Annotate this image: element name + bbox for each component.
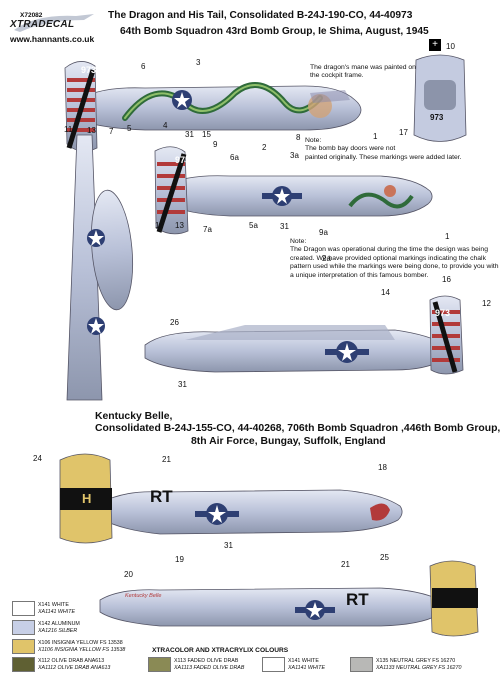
callout-9a: 9a [319, 228, 328, 237]
callout-31c: 31 [178, 380, 187, 389]
callout-1: 1 [373, 132, 378, 141]
callout-3a: 3a [290, 151, 299, 160]
callout-18: 18 [378, 463, 387, 472]
callout-5a: 5a [249, 221, 258, 230]
callout-8: 8 [296, 133, 301, 142]
callout-13b: 13 [175, 221, 184, 230]
kb-fin-letter-2: H [449, 575, 459, 590]
callout-7a: 7a [203, 225, 212, 234]
swatch-white [12, 601, 35, 616]
logo-name: XTRADECAL [10, 19, 75, 30]
profile-dragon-side-1 [64, 61, 362, 152]
callout-13: 13 [87, 126, 96, 135]
callout-10: 10 [446, 42, 455, 51]
tail-detail-view: 973 [396, 50, 484, 150]
profile-kentucky-side-2 [99, 560, 479, 637]
kentucky-title-line3: 8th Air Force, Bungay, Suffolk, England [191, 435, 386, 447]
tail-top-serial: 973 [430, 113, 444, 122]
callout-12: 12 [482, 299, 491, 308]
kb-fuselage-code-2: RT [346, 590, 369, 609]
plus-icon: + [429, 39, 441, 51]
swatch-faded-olive [148, 657, 171, 672]
callout-2: 2 [262, 143, 267, 152]
profile-dragon-side-2 [154, 146, 433, 235]
legend-heading: XTRACOLOR AND XTRACRYLIX COLOURS [152, 647, 289, 654]
callout-14: 14 [381, 288, 390, 297]
top-view-wing [66, 134, 133, 401]
logo-code: X72082 [20, 12, 43, 19]
kentucky-title-line1: Kentucky Belle, [95, 411, 173, 422]
callout-6a: 6a [230, 153, 239, 162]
callout-4: 4 [163, 121, 168, 130]
callout-19: 19 [175, 555, 184, 564]
callout-20: 20 [124, 570, 133, 579]
swatch-neutral-grey [350, 657, 373, 672]
kentucky-title-line2: Consolidated B-24J-155-CO, 44-40268, 706… [95, 423, 500, 435]
callout-21: 21 [162, 455, 171, 464]
callout-11: 11 [64, 125, 73, 134]
kb-fin-letter: H [82, 491, 92, 506]
kentucky-title: Kentucky Belle, Consolidated B-24J-155-C… [95, 411, 500, 448]
callout-7: 7 [109, 127, 114, 136]
header-title: The Dragon and His Tail, Consolidated B-… [108, 10, 413, 21]
callout-17: 17 [399, 128, 408, 137]
callout-15: 15 [202, 130, 211, 139]
callout-26: 26 [170, 318, 179, 327]
callout-24: 24 [33, 454, 42, 463]
callout-31d: 31 [224, 541, 233, 550]
callout-3: 3 [196, 58, 201, 67]
note-dragon: Note:The Dragon was operational during t… [290, 238, 499, 279]
callout-1b: 1 [445, 232, 450, 241]
logo-emblem [14, 14, 94, 32]
callout-25: 25 [380, 553, 389, 562]
logo-url[interactable]: www.hannants.co.uk [10, 34, 95, 44]
tail-serial-3: 973 [435, 308, 451, 318]
callout-31b: 31 [280, 222, 289, 231]
callout-21b: 21 [341, 560, 350, 569]
callout-11b: 11 [155, 221, 164, 230]
callout-2a: 2a [322, 254, 331, 263]
header-subtitle: 64th Bomb Squadron 43rd Bomb Group, Ie S… [120, 26, 429, 37]
tail-serial-1: 973 [81, 65, 97, 75]
swatch-aluminum [12, 620, 35, 635]
callout-9: 9 [213, 140, 218, 149]
callout-6: 6 [141, 62, 146, 71]
tail-serial-2: 973 [175, 155, 191, 165]
swatch-yellow [12, 639, 35, 654]
swatch-olive-drab [12, 657, 35, 672]
kb-fuselage-code: RT [150, 487, 173, 506]
callout-31: 31 [185, 130, 194, 139]
tail-fin-3 [429, 295, 464, 375]
profile-kentucky-side [59, 453, 403, 544]
profile-dragon-3 [144, 325, 448, 373]
xtradecal-logo [6, 8, 101, 46]
callout-16: 16 [442, 275, 451, 284]
kb-nose-art: Kentucky Belle [125, 593, 162, 599]
callout-5: 5 [127, 124, 132, 133]
swatch-white-2 [262, 657, 285, 672]
